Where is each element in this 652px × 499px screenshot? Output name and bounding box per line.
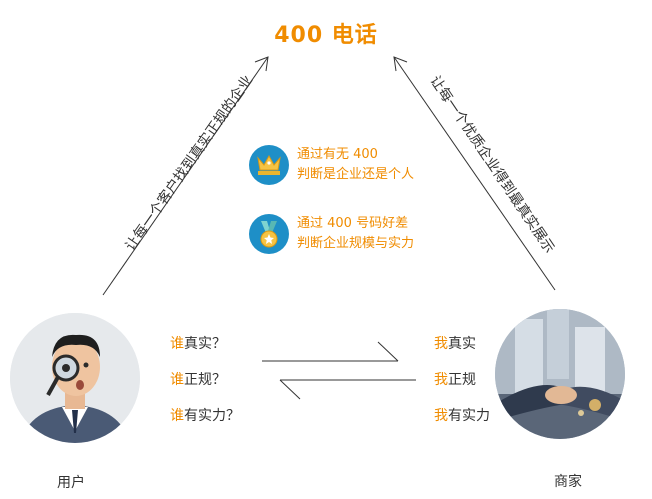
right-edge-arrowhead bbox=[393, 56, 408, 72]
answer-prefix: 我 bbox=[434, 372, 448, 388]
question-text: 有实力？ bbox=[184, 408, 240, 424]
user-avatar bbox=[10, 313, 140, 443]
user-questions: 谁真实？ 谁正规？ 谁有实力？ bbox=[170, 334, 240, 442]
question-text: 真实？ bbox=[184, 336, 226, 352]
question-item: 谁真实？ bbox=[170, 334, 240, 355]
left-edge-arrowhead bbox=[254, 56, 269, 72]
question-prefix: 谁 bbox=[170, 336, 184, 352]
merchant-caption: 商家 bbox=[554, 474, 582, 490]
right-edge-line bbox=[393, 56, 556, 291]
answer-prefix: 我 bbox=[434, 336, 448, 352]
arrow-left-head bbox=[279, 379, 301, 400]
info-item-presence: 通过有无 400 判断是企业还是个人 bbox=[249, 145, 414, 185]
info-line-1: 通过有无 400 bbox=[297, 147, 378, 162]
question-prefix: 谁 bbox=[170, 372, 184, 388]
info-item-quality: 通过 400 号码好差 判断企业规模与实力 bbox=[249, 214, 414, 254]
info-line-2: 判断是企业还是个人 bbox=[297, 167, 415, 182]
info-line-1: 通过 400 号码好差 bbox=[297, 216, 409, 231]
crown-icon bbox=[249, 145, 289, 185]
answer-prefix: 我 bbox=[434, 408, 448, 424]
arrow-right-head bbox=[377, 341, 399, 362]
left-edge-line bbox=[102, 56, 269, 296]
question-prefix: 谁 bbox=[170, 408, 184, 424]
question-item: 谁正规？ bbox=[170, 370, 240, 391]
answer-item: 我有实力 bbox=[434, 406, 490, 427]
answer-item: 我正规 bbox=[434, 370, 490, 391]
merchant-answers: 我真实 我正规 我有实力 bbox=[434, 334, 490, 442]
answer-text: 真实 bbox=[448, 336, 476, 352]
info-line-2: 判断企业规模与实力 bbox=[297, 236, 415, 251]
merchant-avatar bbox=[495, 309, 625, 439]
user-caption: 用户 bbox=[57, 475, 85, 491]
answer-text: 正规 bbox=[448, 372, 476, 388]
question-text: 正规？ bbox=[184, 372, 226, 388]
medal-icon bbox=[249, 214, 289, 254]
question-item: 谁有实力？ bbox=[170, 406, 240, 427]
answer-item: 我真实 bbox=[434, 334, 490, 355]
answer-text: 有实力 bbox=[448, 408, 490, 424]
diagram-title: 400 电话 bbox=[274, 23, 378, 48]
